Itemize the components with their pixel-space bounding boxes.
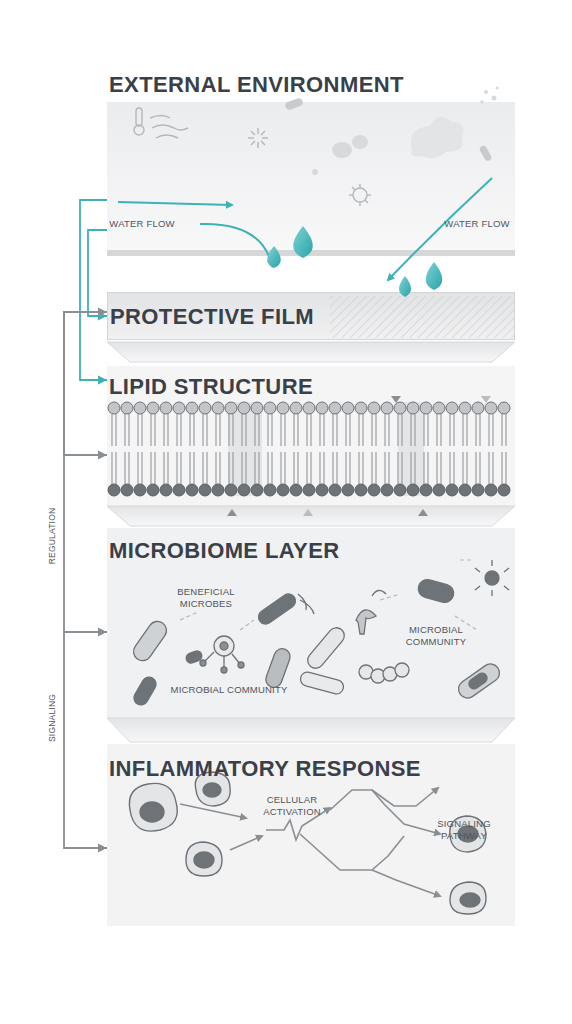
arrow-head xyxy=(98,312,107,321)
connector-line xyxy=(80,200,107,380)
flow-connector xyxy=(64,312,107,460)
layer-heading: PROTECTIVE FILM xyxy=(108,304,514,330)
flow-connector xyxy=(64,455,107,637)
annotation-label: MICROBIAL COMMUNITY xyxy=(396,624,476,648)
layer-heading: INFLAMMATORY RESPONSE xyxy=(107,756,515,782)
annotation-label: MICROBIAL COMMUNITY xyxy=(164,684,294,696)
layer-heading: LIPID STRUCTURE xyxy=(107,374,515,400)
flow-connector xyxy=(64,632,107,853)
flow-connector xyxy=(88,230,107,321)
annotation-label: BENEFICIAL MICROBES xyxy=(170,586,242,610)
connector-line xyxy=(64,312,107,455)
flow-connector xyxy=(64,308,107,456)
annotation-label: SIGNALING PATHWAY xyxy=(428,818,500,842)
layer-band: LIPID STRUCTURE xyxy=(107,366,515,506)
flow-connector xyxy=(80,200,107,385)
arrow-head xyxy=(98,308,107,317)
arrow-head xyxy=(98,628,107,637)
layer-heading: MICROBIOME LAYER xyxy=(107,538,515,564)
layer-band: PROTECTIVE FILM xyxy=(107,292,515,340)
side-label: SIGNALING xyxy=(46,688,58,748)
layer-band: MICROBIOME LAYER xyxy=(107,528,515,718)
arrow-head xyxy=(98,451,107,460)
connector-line xyxy=(64,312,107,455)
annotation-label: WATER FLOW xyxy=(442,218,512,230)
arrow-head xyxy=(98,376,107,385)
side-label: REGULATION xyxy=(46,506,58,566)
arrow-head xyxy=(98,844,107,853)
layer-slab xyxy=(107,250,515,742)
connector-line xyxy=(88,230,107,316)
connector-line xyxy=(64,455,107,632)
layer-heading: EXTERNAL ENVIRONMENT xyxy=(107,72,515,98)
annotation-label: WATER FLOW xyxy=(107,218,177,230)
annotation-label: CELLULAR ACTIVATION xyxy=(256,794,328,818)
connector-line xyxy=(64,632,107,848)
